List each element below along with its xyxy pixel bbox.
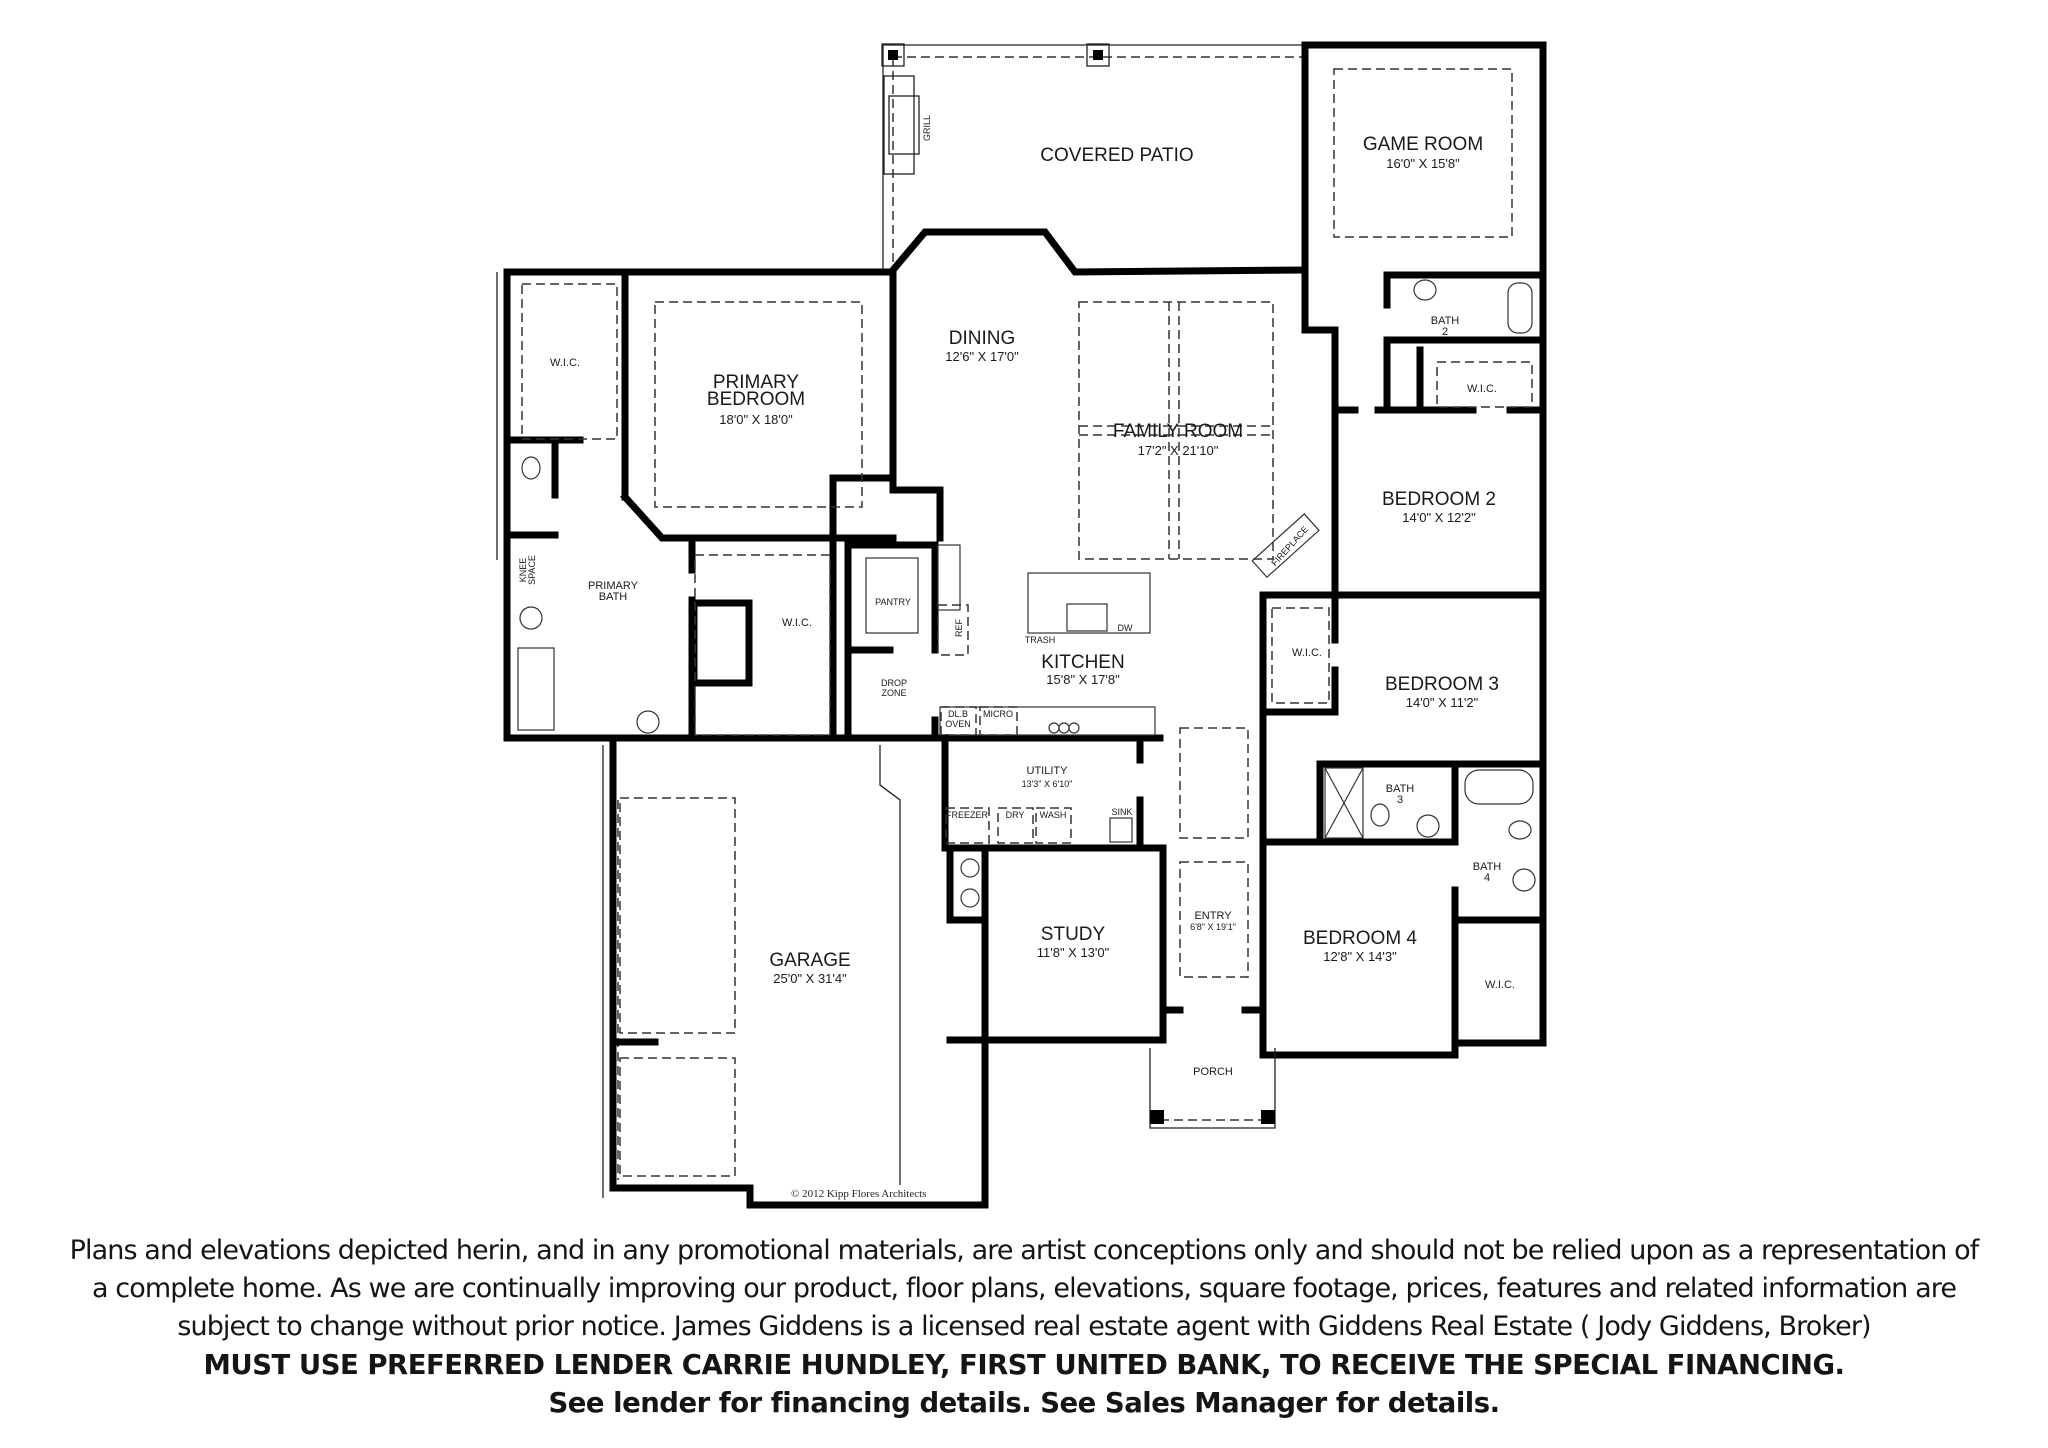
financing-details-notice: See lender for financing details. See Sa… <box>548 1387 1500 1419</box>
bedroom2-dims: 14'0" X 12'2" <box>1402 510 1476 525</box>
pantry-label: PANTRY <box>875 597 911 607</box>
trash-label: TRASH <box>1025 635 1056 645</box>
micro-label: MICRO <box>983 709 1013 719</box>
bedroom2-label: BEDROOM 2 <box>1382 489 1496 510</box>
entry-label: ENTRY <box>1194 910 1232 922</box>
dining-dims: 12'6" X 17'0" <box>945 349 1019 364</box>
utility-dims: 13'3" X 6'10" <box>1022 779 1073 789</box>
knee-space-label-line1: KNEE <box>518 558 528 583</box>
bath2-number: 2 <box>1442 326 1448 338</box>
freezer-label: FREEZER <box>946 810 989 820</box>
floor-plan: GRILL COVERED PATIO GAME ROOM 16'0" X 15… <box>496 41 1547 1209</box>
garage-dims: 25'0" X 31'4" <box>773 971 847 986</box>
fireplace <box>1251 513 1320 579</box>
disclaimer-line-2: a complete home. As we are continually i… <box>91 1273 1957 1304</box>
covered-patio-label: COVERED PATIO <box>1040 145 1193 166</box>
exterior-walls <box>496 41 1547 1209</box>
bath4-number: 4 <box>1484 872 1490 884</box>
primary-bath-label-line2: BATH <box>599 591 628 603</box>
bath3-number: 3 <box>1397 794 1403 806</box>
bedroom2-wic-label: W.I.C. <box>1467 383 1497 395</box>
sink-label: SINK <box>1111 807 1132 817</box>
primary-bedroom-dims: 18'0" X 18'0" <box>719 412 793 427</box>
study-walls <box>946 846 1267 1209</box>
bath4-label: BATH <box>1473 861 1502 873</box>
bath3-label: BATH <box>1386 783 1415 795</box>
dining-label: DINING <box>949 328 1016 349</box>
game-room-dims: 16'0" X 15'8" <box>1386 156 1460 171</box>
primary-wic-label: W.I.C. <box>550 357 580 369</box>
bedroom4-dims: 12'8" X 14'3" <box>1323 949 1397 964</box>
family-room-dims: 17'2" X 21'10" <box>1138 443 1219 458</box>
financing-notice: MUST USE PREFERRED LENDER CARRIE HUNDLEY… <box>203 1349 1845 1381</box>
garage-label: GARAGE <box>769 950 850 971</box>
bedroom3-label: BEDROOM 3 <box>1385 674 1499 695</box>
dbl-oven-label-line1: DL.B <box>948 709 968 719</box>
grill-label: GRILL <box>922 115 932 141</box>
pantry-walls <box>844 541 939 742</box>
fireplace-label: FIREPLACE <box>1269 524 1310 568</box>
copyright-label: © 2012 Kipp Flores Architects <box>791 1188 926 1200</box>
primary-bath-label-line1: PRIMARY <box>588 580 639 592</box>
kitchen-label: KITCHEN <box>1041 652 1124 673</box>
kitchen-dims: 15'8" X 17'8" <box>1046 672 1120 687</box>
bath2-label: BATH <box>1431 315 1460 327</box>
disclaimer-line-3: subject to change without prior notice. … <box>177 1311 1871 1342</box>
drop-zone-label-line2: ZONE <box>881 688 906 698</box>
drop-zone-label-line1: DROP <box>881 678 907 688</box>
bedroom4-label: BEDROOM 4 <box>1303 928 1417 949</box>
primary-bedroom-label-line2: BEDROOM <box>707 389 805 410</box>
study-dims: 11'8" X 13'0" <box>1037 945 1110 960</box>
study-label: STUDY <box>1041 924 1106 945</box>
game-room-label: GAME ROOM <box>1363 134 1483 155</box>
disclaimer-block: Plans and elevations depicted herin, and… <box>0 1232 2048 1422</box>
family-room-label: FAMILY ROOM <box>1113 421 1243 442</box>
bath-wic-label: W.I.C. <box>782 617 812 629</box>
utility-walls <box>941 734 1167 852</box>
primary-suite-walls <box>503 268 944 742</box>
covered-patio-area <box>881 43 1305 275</box>
utility-label: UTILITY <box>1027 765 1069 777</box>
dry-label: DRY <box>1006 810 1025 820</box>
knee-space-label-line2: SPACE <box>527 555 537 585</box>
entry-dims: 6'8" X 19'1" <box>1190 922 1236 932</box>
wash-label: WASH <box>1040 810 1067 820</box>
bedroom3-wic-label: W.I.C. <box>1292 647 1322 659</box>
primary-bedroom-label-line1: PRIMARY <box>713 372 800 393</box>
disclaimer-line-1: Plans and elevations depicted herin, and… <box>69 1235 1980 1266</box>
ref-label: REF <box>954 618 964 637</box>
dw-label: DW <box>1118 623 1133 633</box>
dbl-oven-label-line2: OVEN <box>945 719 971 729</box>
bedroom4-wic-label: W.I.C. <box>1485 979 1515 991</box>
bedroom3-dims: 14'0" X 11'2" <box>1406 695 1479 710</box>
porch-label: PORCH <box>1193 1066 1233 1078</box>
